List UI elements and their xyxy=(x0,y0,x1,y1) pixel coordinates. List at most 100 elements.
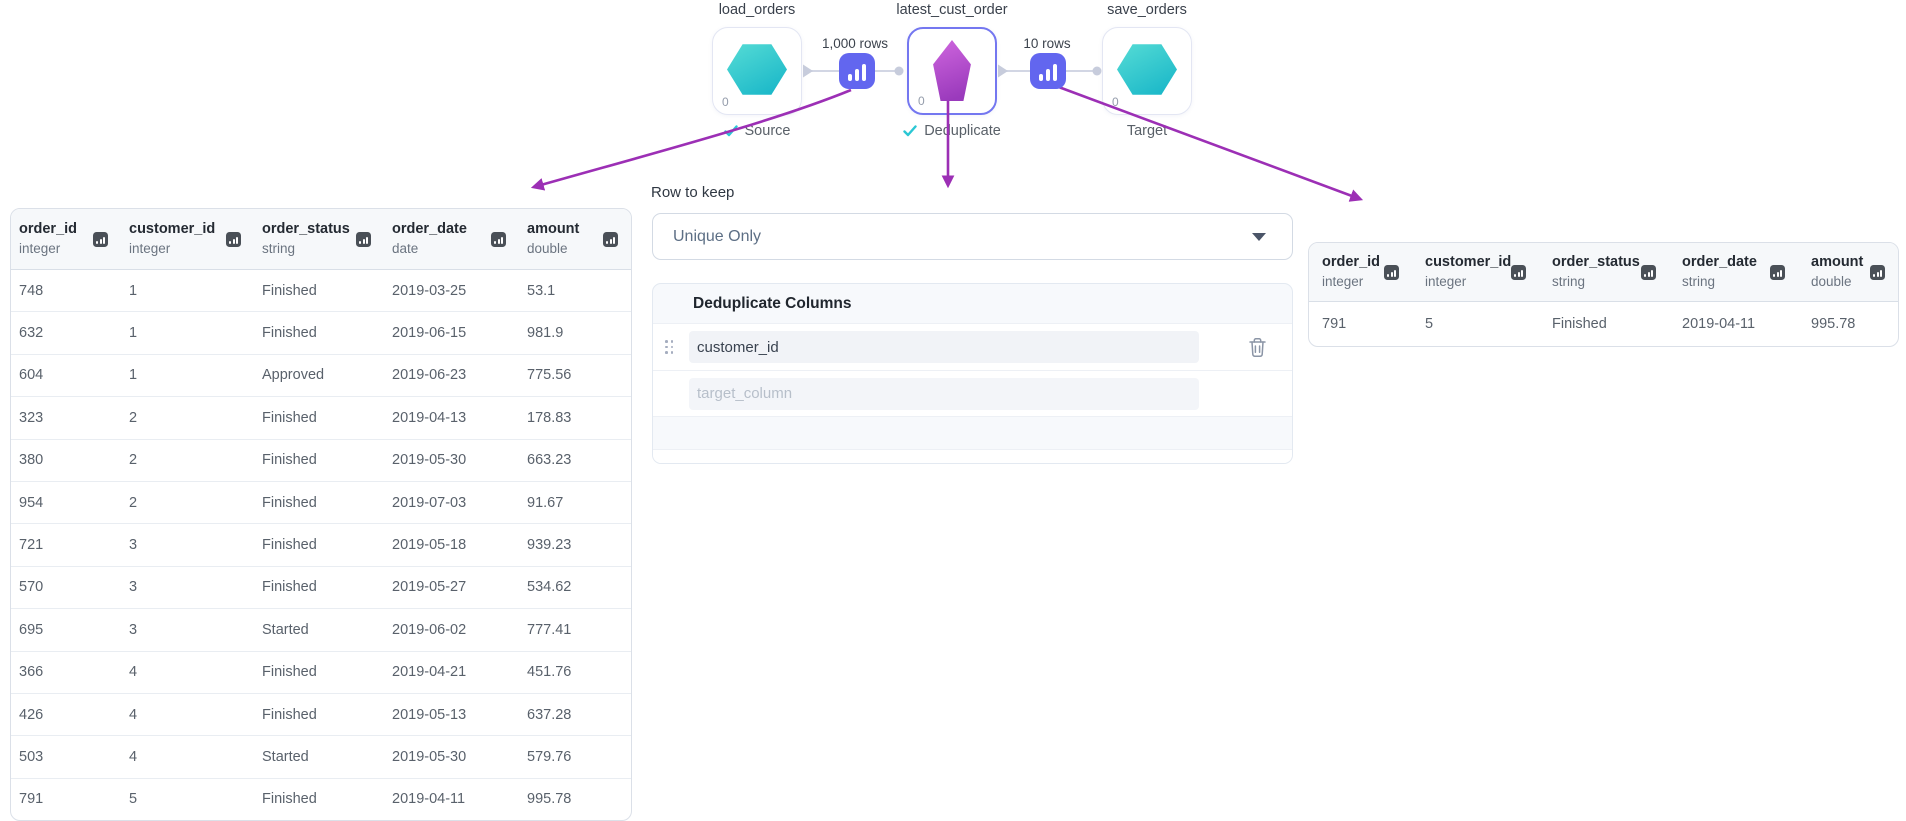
column-type: string xyxy=(1682,274,1716,289)
table-cell: 91.67 xyxy=(527,494,564,511)
node-status-source: Source xyxy=(667,123,847,139)
column-type: integer xyxy=(1322,274,1364,289)
table-cell: 777.41 xyxy=(527,621,572,638)
table-cell: 2019-06-15 xyxy=(392,325,467,342)
node-badge: 0 xyxy=(918,94,925,108)
table-cell: 53.1 xyxy=(527,282,556,299)
table-cell: 2019-04-21 xyxy=(392,664,467,681)
node-title-save-orders: save_orders xyxy=(1107,2,1187,18)
node-latest-cust-order[interactable]: 0 xyxy=(907,27,997,115)
table-cell: 3 xyxy=(129,579,138,596)
table-cell: Finished xyxy=(262,791,317,808)
hexagon-shape xyxy=(1117,44,1177,95)
hexagon-shape xyxy=(727,44,787,95)
dropdown-selected-value: Unique Only xyxy=(673,227,762,245)
table-cell: 2019-07-03 xyxy=(392,494,467,511)
edge-rows-count: 1,000 rows xyxy=(821,36,889,51)
table-cell: 2019-05-18 xyxy=(392,537,467,554)
table-cell: 178.83 xyxy=(527,409,572,426)
table-cell: 426 xyxy=(19,706,44,723)
table-cell: 721 xyxy=(19,537,44,554)
table-cell: 1 xyxy=(129,282,138,299)
column-name: amount xyxy=(527,221,580,237)
table-cell: 2019-03-25 xyxy=(392,282,467,299)
column-stats-icon[interactable] xyxy=(356,231,371,247)
bar-chart-icon xyxy=(854,69,860,81)
bar-chart-icon xyxy=(1045,69,1051,81)
table-cell: 791 xyxy=(19,791,44,808)
edge-input-port xyxy=(894,66,904,76)
table-cell: Finished xyxy=(262,452,317,469)
column-type: integer xyxy=(19,241,61,256)
panel-footer xyxy=(653,449,1292,463)
table-cell: 2019-06-23 xyxy=(392,367,467,384)
table-cell: Started xyxy=(262,621,309,638)
data-preview-button[interactable] xyxy=(1030,53,1066,89)
column-stats-icon[interactable] xyxy=(93,231,108,247)
dedupe-column-input[interactable]: customer_id xyxy=(689,331,1199,363)
dedupe-column-value: customer_id xyxy=(697,338,779,356)
column-name: order_id xyxy=(1322,254,1381,270)
table-cell: 632 xyxy=(19,325,44,342)
table-cell: Started xyxy=(262,748,309,765)
table-cell: Finished xyxy=(262,706,317,723)
table-cell: 939.23 xyxy=(527,537,572,554)
column-stats-icon[interactable] xyxy=(1870,264,1885,280)
table-cell: 451.76 xyxy=(527,664,572,681)
table-cell: 637.28 xyxy=(527,706,572,723)
table-cell: Finished xyxy=(262,537,317,554)
column-stats-icon[interactable] xyxy=(1384,264,1399,280)
column-type: string xyxy=(1552,274,1586,289)
column-type: integer xyxy=(129,241,171,256)
table-cell: 1 xyxy=(129,367,138,384)
delete-column-button[interactable] xyxy=(1246,335,1268,359)
bar-chart-icon xyxy=(1052,64,1058,81)
table-cell: 3 xyxy=(129,621,138,638)
table-cell: Finished xyxy=(262,494,317,511)
node-title-latest-cust-order: latest_cust_order xyxy=(896,2,1008,18)
column-name: amount xyxy=(1811,254,1864,270)
column-name: customer_id xyxy=(1425,254,1512,270)
column-name: customer_id xyxy=(129,221,216,237)
new-column-input[interactable]: target_column xyxy=(689,377,1199,410)
node-status-label: Target xyxy=(1126,123,1168,139)
table-cell: 2019-04-11 xyxy=(392,791,466,808)
column-stats-icon[interactable] xyxy=(1641,264,1656,280)
row-to-keep-dropdown[interactable]: Unique Only xyxy=(652,213,1293,260)
table-cell: 503 xyxy=(19,748,44,765)
table-cell: Finished xyxy=(262,409,317,426)
column-stats-icon[interactable] xyxy=(1770,264,1785,280)
chevron-down-icon xyxy=(1252,232,1266,241)
column-stats-icon[interactable] xyxy=(603,231,618,247)
column-stats-icon[interactable] xyxy=(226,231,241,247)
data-preview-button[interactable] xyxy=(839,53,875,89)
table-cell: 2 xyxy=(129,452,138,469)
drag-handle-icon[interactable] xyxy=(665,340,674,354)
panel-empty-area xyxy=(653,416,1292,454)
table-cell: 748 xyxy=(19,282,44,299)
column-type: string xyxy=(262,241,296,256)
table-cell: 380 xyxy=(19,452,44,469)
table-cell: 604 xyxy=(19,367,44,384)
column-stats-icon[interactable] xyxy=(1511,264,1526,280)
table-cell: 2019-05-13 xyxy=(392,706,467,723)
table-cell: 2019-05-30 xyxy=(392,748,467,765)
column-type: integer xyxy=(1425,274,1467,289)
column-stats-icon[interactable] xyxy=(491,231,506,247)
